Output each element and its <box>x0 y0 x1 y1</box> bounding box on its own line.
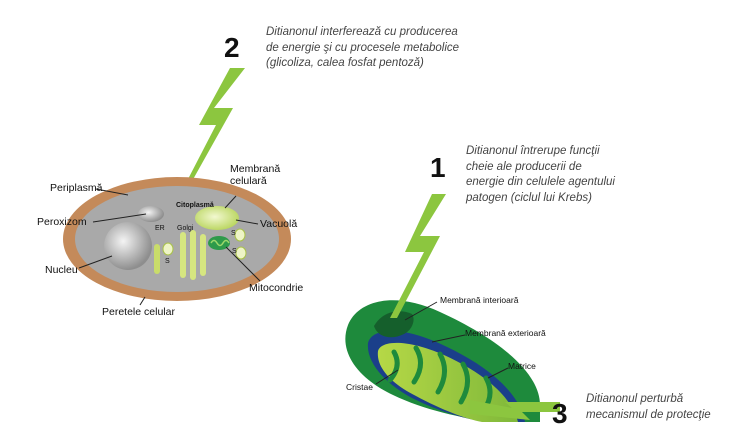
step-number-3: 3 <box>552 398 568 429</box>
step-1-line: patogen (ciclul lui Krebs) <box>466 191 592 204</box>
step-2-line: (glicoliza, calea fosfat pentoză) <box>266 57 424 69</box>
step-number-1: 1 <box>430 152 446 183</box>
lightning-bolt-1 <box>390 194 446 318</box>
step-1-description: Ditianonul întrerupe funcţii cheie ale p… <box>466 144 615 206</box>
step-3-line: Ditianonul perturbă <box>586 393 684 405</box>
step-3-description: Ditianonul perturbă mecanismul de protec… <box>586 392 711 423</box>
label-periplasma: Periplasmă <box>50 182 103 194</box>
label-er: ER <box>155 225 165 232</box>
label-mitocondrie: Mitocondrie <box>249 282 304 294</box>
cell-illustration <box>63 177 291 306</box>
label-peroxizom: Peroxizom <box>37 216 87 228</box>
step-2-line: Ditianonul interferează cu producerea <box>266 26 458 38</box>
label-s-1: S <box>165 258 170 265</box>
peroxisome-shape <box>138 206 164 222</box>
label-citoplasma: Citoplasmă <box>176 202 214 209</box>
label-vacuola: Vacuolă <box>260 218 298 230</box>
label-cristae: Cristae <box>346 382 373 392</box>
step-1-line: cheie ale producerii de <box>466 160 582 173</box>
nucleus-shape <box>104 222 152 270</box>
label-peretele-celular: Peretele celular <box>102 306 175 318</box>
small-mitochondrion-shape <box>208 236 230 250</box>
lightning-bolt-3 <box>470 400 560 420</box>
label-membrana-interioara: Membrană interioară <box>440 295 519 305</box>
mitochondrion-illustration <box>345 300 540 422</box>
step-1-line: Ditianonul întrerupe funcţii <box>466 145 600 157</box>
step-number-2: 2 <box>224 32 240 63</box>
step-2-description: Ditianonul interferează cu producerea de… <box>266 25 459 72</box>
label-membrana-celulara-line: Membrană <box>230 163 281 175</box>
golgi-shape <box>180 230 206 280</box>
label-matrice: Matrice <box>508 361 536 371</box>
label-golgi: Golgi <box>177 225 194 232</box>
label-membrana-exterioara: Membrană exterioară <box>465 328 546 338</box>
label-nucleu: Nucleu <box>45 264 78 276</box>
step-2-line: de energie şi cu procesele metabolice <box>266 41 460 54</box>
er-shape <box>154 244 160 274</box>
label-membrana-celulara: Membrană celulară <box>230 163 280 187</box>
step-1-line: energie din celulele agentului <box>466 176 615 188</box>
vacuole-shape <box>195 206 239 230</box>
label-s-3: S <box>232 248 237 255</box>
step-3-line: mecanismul de protecţie <box>586 408 711 421</box>
label-membrana-celulara-line: celulară <box>230 175 267 187</box>
label-s-2: S <box>231 230 236 237</box>
